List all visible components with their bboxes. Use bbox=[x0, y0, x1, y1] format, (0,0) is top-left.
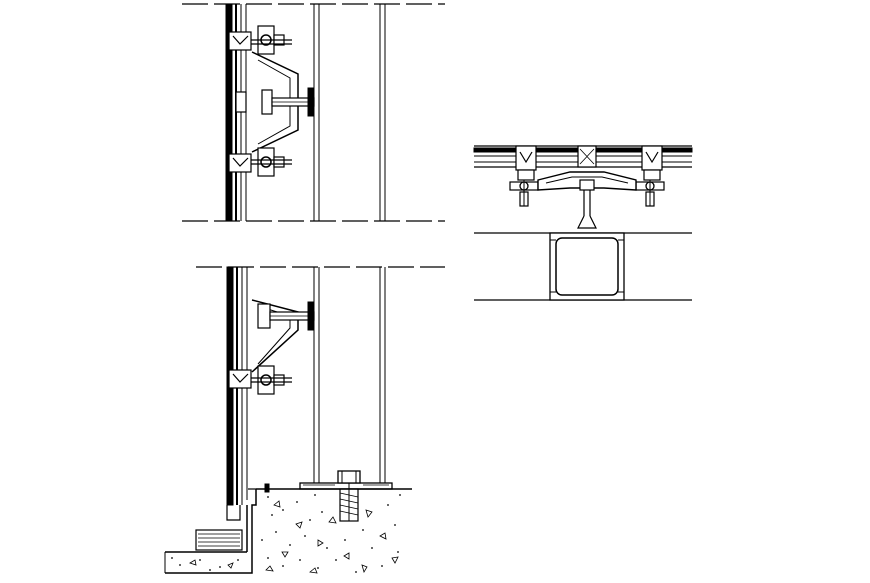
vertical-section-upper bbox=[182, 3, 445, 222]
spider-arm-connection-lower bbox=[257, 301, 315, 331]
floor-slab bbox=[164, 483, 412, 574]
plan-clamp-left bbox=[509, 145, 539, 207]
concrete-aggregate bbox=[189, 500, 399, 574]
concrete-hatching bbox=[171, 494, 401, 573]
center-joint-seal bbox=[577, 145, 597, 168]
vertical-section-lower bbox=[164, 266, 445, 574]
plan-box-section bbox=[549, 232, 625, 301]
plan-center-rod bbox=[577, 179, 597, 229]
spider-clamp-lower bbox=[228, 365, 292, 395]
plan-clamp-right bbox=[635, 145, 665, 207]
spider-clamp-bottom bbox=[228, 147, 292, 177]
spider-arm-connection-top bbox=[235, 87, 315, 117]
horizontal-section-plan bbox=[473, 145, 693, 301]
spider-clamp-top bbox=[228, 25, 292, 55]
